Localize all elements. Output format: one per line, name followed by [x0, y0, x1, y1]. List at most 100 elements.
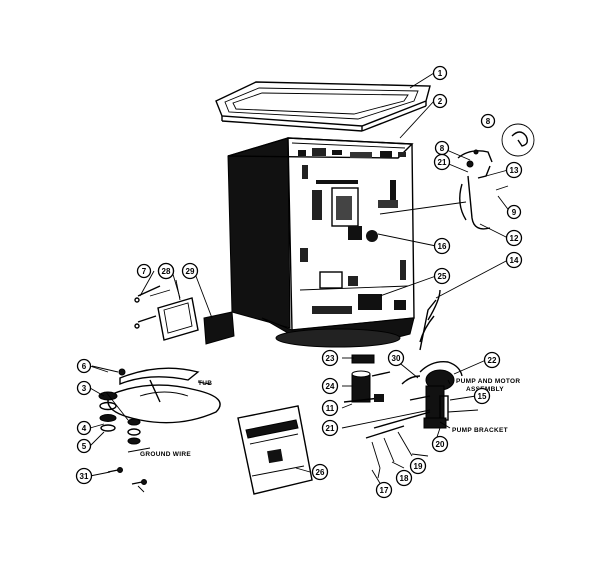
callout-circle — [473, 387, 491, 405]
pump-motor-assembly — [365, 289, 463, 469]
callout-number: 12 — [510, 234, 519, 243]
callout-c14: 14 — [505, 251, 523, 269]
callout-number: 4 — [82, 424, 87, 433]
callout-circle — [157, 262, 175, 280]
callout-circle — [321, 349, 339, 367]
callout-circle — [76, 380, 92, 396]
callout-circle — [387, 349, 405, 367]
filter-screen-parts — [134, 279, 235, 345]
callout-c1: 1 — [432, 65, 448, 81]
callout-c26: 26 — [311, 463, 329, 481]
callout-circle — [136, 263, 152, 279]
callout-circle — [321, 377, 339, 395]
callout-number: 28 — [162, 267, 171, 276]
callout-number: 6 — [82, 362, 87, 371]
callout-number: 23 — [326, 354, 335, 363]
callout-number: 31 — [80, 472, 89, 481]
callout-circle — [311, 463, 329, 481]
callout-circle — [506, 204, 522, 220]
callouts: 1234567889111213141516171819202121222324… — [75, 65, 523, 499]
callout-number: 14 — [510, 256, 519, 265]
callout-c28: 28 — [157, 262, 175, 280]
callout-circle — [432, 93, 448, 109]
lid-frame — [215, 81, 431, 132]
callout-c13: 13 — [505, 161, 523, 179]
callout-number: 7 — [142, 267, 147, 276]
callout-c7: 7 — [136, 263, 152, 279]
label-ground-wire: GROUND WIRE — [140, 451, 191, 458]
callout-c24: 24 — [321, 377, 339, 395]
callout-c22: 22 — [483, 351, 501, 369]
callout-circle — [409, 457, 427, 475]
callout-circle — [76, 358, 92, 374]
callout-number: 3 — [82, 384, 87, 393]
callout-circle — [483, 351, 501, 369]
callout-number: 26 — [316, 468, 325, 477]
callout-circle — [505, 251, 523, 269]
callout-circle — [395, 469, 413, 487]
callout-circle — [375, 481, 393, 499]
callout-circle — [432, 65, 448, 81]
callout-circle — [321, 419, 339, 437]
callout-c25: 25 — [433, 267, 451, 285]
callout-number: 30 — [392, 354, 401, 363]
leader-lines — [89, 72, 511, 491]
callout-number: 18 — [400, 474, 409, 483]
callout-circle — [321, 399, 339, 417]
callout-number: 5 — [82, 442, 87, 451]
pump-small-parts — [343, 354, 391, 403]
callout-c6: 6 — [76, 358, 92, 374]
callout-c31: 31 — [75, 467, 93, 485]
callout-number: 20 — [436, 440, 445, 449]
callout-number: 13 — [510, 166, 519, 175]
callout-number: 24 — [326, 382, 335, 391]
callout-c19: 19 — [409, 457, 427, 475]
callout-circle — [181, 262, 199, 280]
callout-circle — [433, 153, 451, 171]
cabinet — [227, 137, 415, 348]
callout-number: 21 — [326, 424, 335, 433]
label-pump-bracket: PUMP BRACKET — [452, 427, 508, 434]
callout-c23: 23 — [321, 349, 339, 367]
callout-circle — [76, 420, 92, 436]
callout-c8: 8 — [434, 140, 450, 156]
callout-number: 8 — [440, 144, 445, 153]
tub-assembly — [91, 365, 221, 445]
callout-c16: 16 — [433, 237, 451, 255]
callout-circle — [433, 237, 451, 255]
callout-circle — [75, 467, 93, 485]
callout-circle — [505, 229, 523, 247]
callout-number: 16 — [438, 242, 447, 251]
callout-c4: 4 — [76, 420, 92, 436]
hoses — [379, 123, 535, 351]
callout-c21b: 21 — [321, 419, 339, 437]
callout-number: 25 — [438, 272, 447, 281]
callout-number: 2 — [438, 97, 443, 106]
callout-c21: 21 — [433, 153, 451, 171]
callout-number: 1 — [438, 69, 443, 78]
callout-number: 29 — [186, 267, 195, 276]
callout-c8b: 8 — [480, 113, 496, 129]
callout-circle — [433, 267, 451, 285]
callout-number: 8 — [486, 117, 491, 126]
callout-number: 15 — [478, 392, 487, 401]
callout-number: 9 — [512, 208, 517, 217]
callout-number: 19 — [414, 462, 423, 471]
screws-31 — [107, 467, 147, 493]
callout-c20: 20 — [431, 435, 449, 453]
callout-c12: 12 — [505, 229, 523, 247]
callout-c17: 17 — [375, 481, 393, 499]
callout-number: 17 — [380, 486, 389, 495]
callout-circle — [76, 438, 92, 454]
label-pump-motor-1: PUMP AND MOTOR — [456, 378, 520, 385]
callout-number: 11 — [326, 404, 335, 413]
callout-c3: 3 — [76, 380, 92, 396]
callout-circle — [480, 113, 496, 129]
callout-c30: 30 — [387, 349, 405, 367]
callout-circle — [505, 161, 523, 179]
callout-circle — [431, 435, 449, 453]
callout-c18: 18 — [395, 469, 413, 487]
callout-c15: 15 — [473, 387, 491, 405]
